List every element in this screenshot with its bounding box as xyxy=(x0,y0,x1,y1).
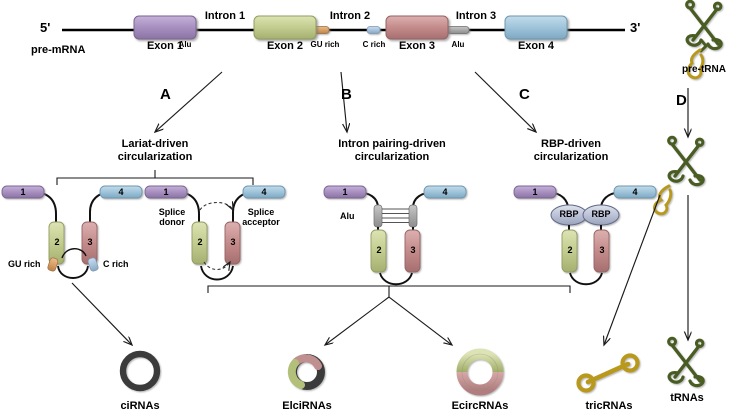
pathway-arrows xyxy=(155,71,688,137)
pathway-a-title-line2: circularization xyxy=(117,150,193,163)
product-tricrnas-label: tricRNAs xyxy=(585,400,633,412)
product-elcirnas-glyph xyxy=(287,354,325,390)
product-cirnas-label: ciRNAs xyxy=(120,400,160,412)
pathway-a-letter: A xyxy=(160,86,171,103)
intron-pairing-alu-label: Alu xyxy=(340,211,355,221)
lariat-right-exon-1: 1 xyxy=(163,187,169,197)
product-arrows xyxy=(71,194,688,345)
exon-1-label: Exon 1 xyxy=(146,40,184,52)
splice-acceptor-line1: Splice xyxy=(247,207,275,217)
lariat-right-diagram xyxy=(144,185,286,281)
arrow-pathway-a xyxy=(155,71,223,132)
lariat-left-exon-3: 3 xyxy=(87,237,93,247)
arrow-pathway-b xyxy=(340,71,347,132)
exon-3-label: Exon 3 xyxy=(398,40,436,52)
three-prime-label: 3' xyxy=(630,20,641,35)
product-elcirnas-label: ElciRNAs xyxy=(282,400,332,412)
premrna-exon-boxes xyxy=(133,15,568,40)
lariat-left-diagram xyxy=(1,185,143,279)
exon-4-label: Exon 4 xyxy=(517,40,555,52)
arrow-pathway-c xyxy=(474,71,536,132)
pathway-c-title-line2: circularization xyxy=(533,150,609,163)
pathway-b-title: Intron pairing-driven circularization xyxy=(338,138,446,163)
splice-acceptor-label: Splice acceptor xyxy=(242,207,280,228)
product-ecircrnas-label: EcircRNAs xyxy=(451,400,509,412)
pathway-a-title-line1: Lariat-driven xyxy=(121,138,189,150)
lariat-right-exon-2: 2 xyxy=(197,237,203,247)
rbp-diagram xyxy=(513,185,657,286)
pathway-b-letter: B xyxy=(341,86,352,103)
pathway-b-title-line2: circularization xyxy=(354,150,430,163)
pathway-c-title-line1: RBP-driven xyxy=(541,138,601,150)
lariat-c-rich-label: C rich xyxy=(103,259,129,269)
intron-2-label: Intron 2 xyxy=(329,10,371,22)
splice-acceptor-line2: acceptor xyxy=(242,217,280,228)
pathway-c-letter: C xyxy=(519,86,530,103)
pretrna-structure xyxy=(685,0,723,80)
rbp-right-label: RBP xyxy=(591,209,611,219)
gu-rich-label: GU rich xyxy=(310,40,340,49)
product-tricrnas-glyph xyxy=(576,353,640,393)
pathway-a-title: Lariat-driven circularization xyxy=(118,138,193,163)
product-cirnas-glyph xyxy=(119,350,161,392)
c-rich-label: C rich xyxy=(362,40,386,49)
alu-2-label: Alu xyxy=(451,40,465,49)
product-ecircrnas-glyph xyxy=(456,348,504,396)
arrow-to-cirnas xyxy=(71,282,132,345)
arrow-to-tricrnas xyxy=(604,194,661,345)
lariat-left-exon-4: 4 xyxy=(118,187,124,197)
rbp-exon-2: 2 xyxy=(567,245,573,255)
pathway-d-letter: D xyxy=(676,92,687,109)
pathway-b-title-line1: Intron pairing-driven xyxy=(338,138,446,150)
product-bracket xyxy=(207,285,571,345)
lariat-gu-rich-label: GU rich xyxy=(8,259,41,269)
intron-pairing-exon-4: 4 xyxy=(442,187,448,197)
lariat-left-exon-1: 1 xyxy=(20,187,26,197)
rbp-exon-4: 4 xyxy=(632,187,638,197)
trna-intermediate-structure xyxy=(652,135,705,216)
alu-1-label: Alu xyxy=(178,40,192,49)
intron-1-label: Intron 1 xyxy=(204,10,246,22)
product-trnas-label: tRNAs xyxy=(670,392,704,404)
lariat-right-exon-4: 4 xyxy=(261,187,267,197)
splice-donor-line2: donor xyxy=(159,217,185,228)
lariat-bracket xyxy=(56,170,254,185)
premrna-label: pre-mRNA xyxy=(31,44,86,56)
pretrna-label: pre-tRNA xyxy=(682,64,726,75)
intron-pairing-exon-3: 3 xyxy=(410,245,416,255)
intron-pairing-exon-1: 1 xyxy=(342,187,348,197)
intron-pairing-exon-2: 2 xyxy=(376,245,382,255)
lariat-left-exon-2: 2 xyxy=(54,237,60,247)
intron-3-label: Intron 3 xyxy=(455,10,497,22)
intron-pairing-diagram xyxy=(323,185,467,286)
lariat-right-exon-3: 3 xyxy=(230,237,236,247)
product-trnas-glyph xyxy=(667,336,705,388)
splice-donor-label: Splice donor xyxy=(159,207,186,228)
pathway-c-title: RBP-driven circularization xyxy=(534,138,609,163)
rbp-exon-1: 1 xyxy=(532,187,538,197)
rbp-left-label: RBP xyxy=(559,209,579,219)
exon-2-label: Exon 2 xyxy=(266,40,304,52)
splice-donor-line1: Splice xyxy=(158,207,186,217)
rbp-exon-3: 3 xyxy=(599,245,605,255)
five-prime-label: 5' xyxy=(40,20,51,35)
